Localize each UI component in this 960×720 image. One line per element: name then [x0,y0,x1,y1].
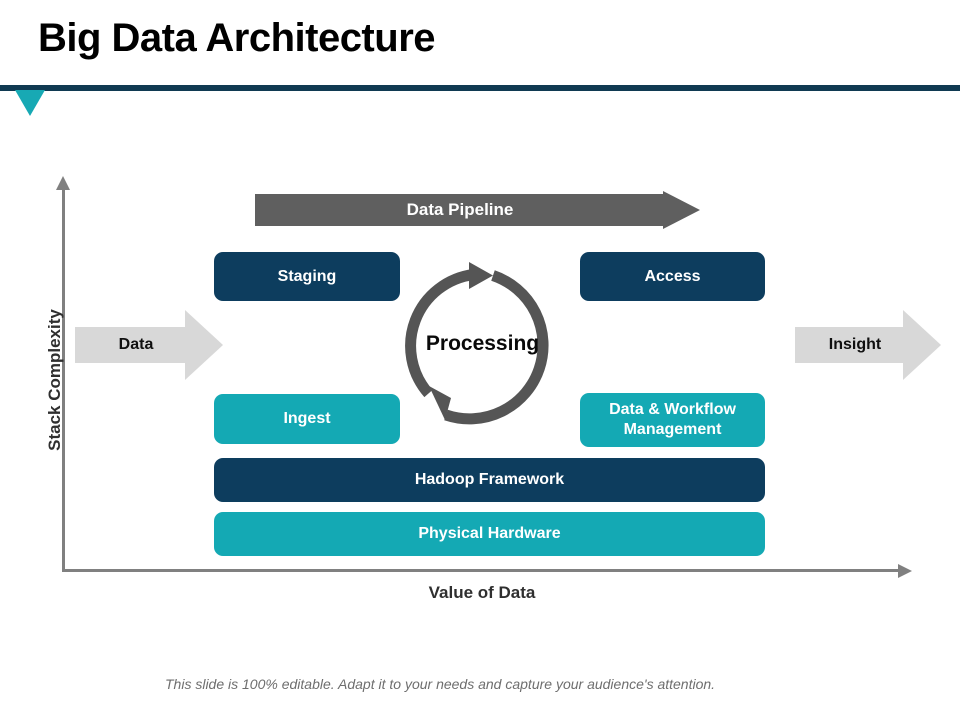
processing-label: Processing [425,332,540,355]
pipeline-arrow-shaft [255,194,665,226]
data-input-label: Data [118,336,154,353]
data-pipeline-label: Data Pipeline [406,200,514,219]
block-ingest[interactable]: Ingest [214,394,400,444]
cycle-arrowhead-top-icon [469,262,493,289]
block-staging[interactable]: Staging [214,252,400,301]
data-arrow-head-icon [185,310,223,380]
data-input-arrow: Data [75,310,223,380]
insight-output-arrow: Insight [795,310,941,380]
block-hadoop-framework-label: Hadoop Framework [414,471,565,488]
dwm-label-line1: Data & Workflow [609,401,736,418]
block-data-workflow-management[interactable]: Data & Workflow Management [580,393,765,447]
triangle-marker-icon [15,90,45,116]
x-axis-line [62,569,900,572]
cycle-arc-left [405,269,475,398]
pipeline-arrow-head-icon [663,191,700,229]
x-axis-arrow-icon [898,564,912,578]
dwm-label-line2: Management [623,421,722,438]
block-hadoop-framework[interactable]: Hadoop Framework [214,458,765,502]
block-access-label: Access [644,267,701,285]
block-physical-hardware[interactable]: Physical Hardware [214,512,765,556]
y-axis-line [62,188,65,572]
y-axis-label: Stack Complexity [45,309,64,451]
block-data-workflow-management-label: Data & Workflow Management [609,400,736,440]
y-axis-arrow-icon [56,176,70,190]
cycle-arrowhead-bottom-left-icon [429,386,451,420]
insight-arrow-shaft [795,327,903,363]
processing-cycle-icon [405,262,549,425]
page-title: Big Data Architecture [38,16,436,60]
cycle-arc-right [444,270,549,425]
title-divider [0,85,960,91]
data-pipeline-arrow: Data Pipeline [255,191,700,229]
editable-note: This slide is 100% editable. Adapt it to… [165,676,716,692]
insight-output-label: Insight [828,336,882,353]
block-staging-label: Staging [277,267,337,285]
block-ingest-label: Ingest [283,410,331,427]
x-axis-label: Value of Data [428,583,536,602]
data-arrow-shaft [75,327,185,363]
block-physical-hardware-label: Physical Hardware [418,525,561,542]
block-access[interactable]: Access [580,252,765,301]
insight-arrow-head-icon [903,310,941,380]
